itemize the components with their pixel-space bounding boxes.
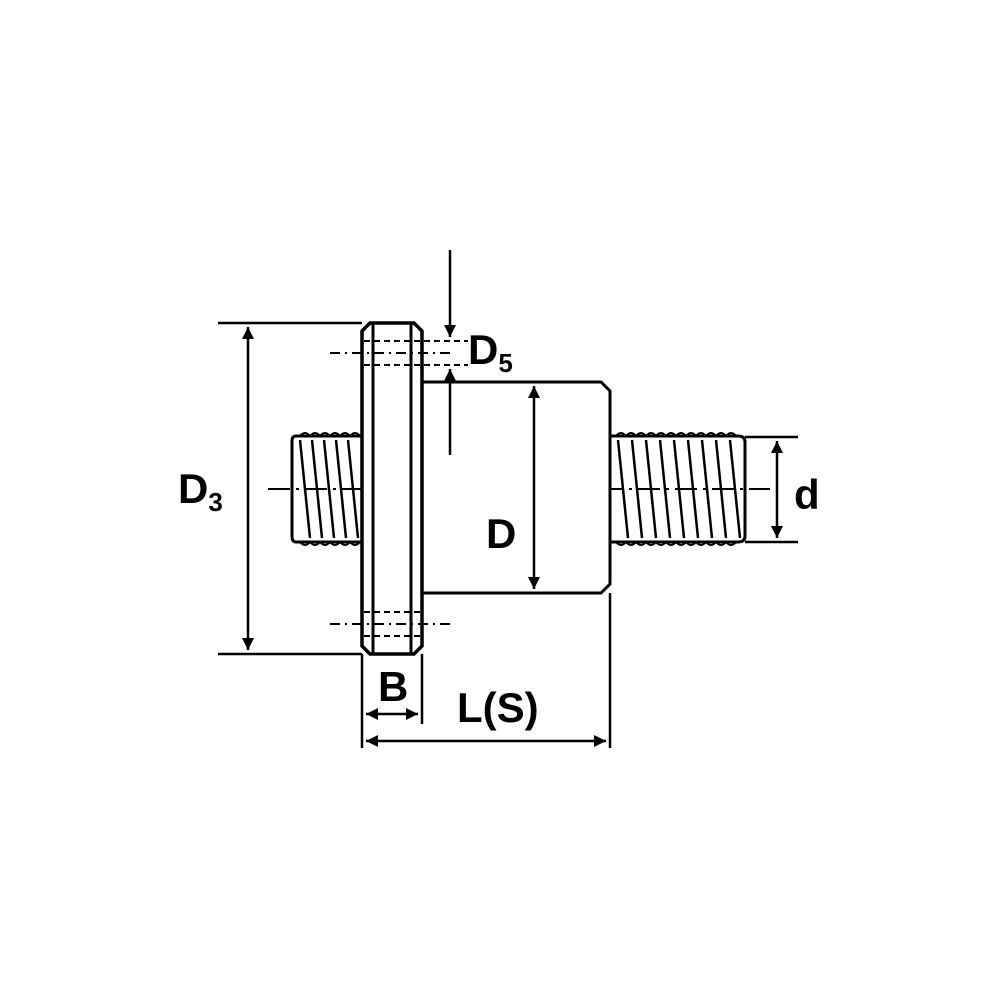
nut-body [422, 380, 612, 595]
d-label: D [486, 510, 516, 557]
b-label: B [378, 663, 408, 710]
right-threaded-shaft [610, 432, 747, 546]
bolt-hole-bottom [330, 611, 450, 637]
length-label: L(S) [457, 684, 539, 731]
bolt-hole-top [330, 340, 468, 366]
b-dimension [360, 654, 424, 748]
nut-flange [360, 321, 424, 656]
left-threaded-shaft [290, 432, 364, 546]
length-dimension [366, 593, 612, 748]
thread-d-dimension [745, 435, 798, 544]
d5-label: D5 [468, 326, 513, 378]
d3-dimension [218, 321, 362, 656]
thread-d-label: d [794, 471, 820, 518]
d3-label: D3 [178, 465, 223, 517]
